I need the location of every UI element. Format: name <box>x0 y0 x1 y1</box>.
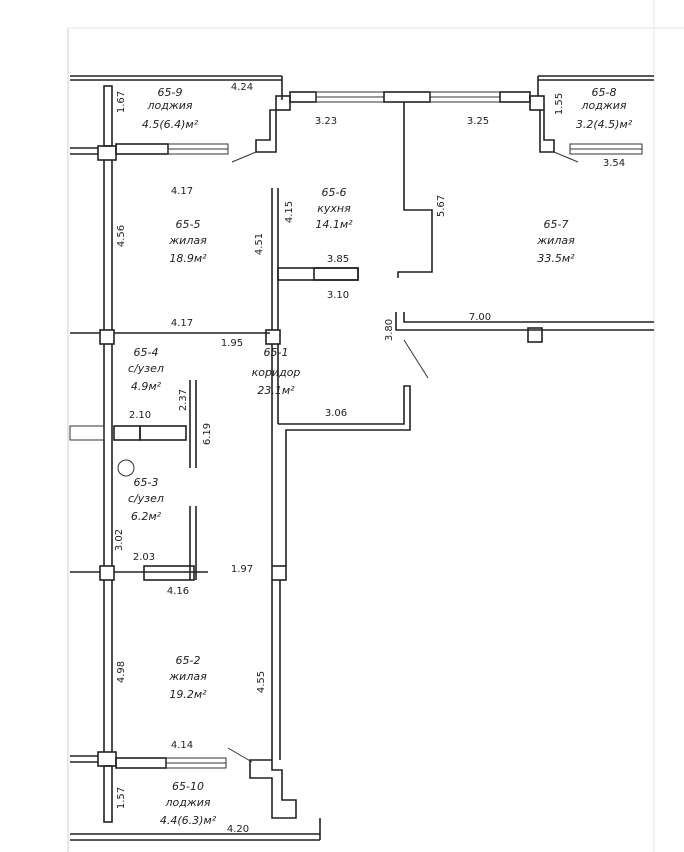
dim-label: 2.37 <box>178 389 189 411</box>
room-id: 65-8 <box>592 86 617 99</box>
dim-label: 3.10 <box>327 290 349 301</box>
room-id: 65-5 <box>176 218 201 231</box>
dim-label: 4.55 <box>256 671 267 693</box>
room-area: 23.1м² <box>257 384 295 397</box>
room-id: 65-1 <box>264 346 289 359</box>
dim-label: 4.24 <box>231 82 253 93</box>
dim-label: 4.51 <box>254 233 265 255</box>
dim-label: 3.23 <box>315 116 337 127</box>
room-name: лоджия <box>580 99 626 112</box>
dim-label: 7.00 <box>469 312 491 323</box>
bathroom-walls <box>69 380 197 581</box>
loggia-bottom <box>70 747 321 841</box>
loggia-top-left <box>70 75 283 161</box>
dim-label: 5.67 <box>436 195 447 217</box>
room-area: 4.4(6.3)м² <box>160 814 217 827</box>
room-area: 6.2м² <box>131 510 162 523</box>
room-name: лоджия <box>146 99 192 112</box>
room-name: с/узел <box>128 492 164 505</box>
room-name: лоджия <box>164 796 210 809</box>
top-wall-windows <box>231 91 579 163</box>
dim-label: 2.10 <box>129 410 151 421</box>
dim-label: 4.16 <box>167 586 189 597</box>
room-area: 19.2м² <box>169 688 207 701</box>
loggia-top-right <box>537 75 654 155</box>
room-id: 65-9 <box>158 86 183 99</box>
dim-label: 4.14 <box>171 740 193 751</box>
room-area: 4.5(6.4)м² <box>142 118 199 131</box>
dim-label: 2.03 <box>133 552 155 563</box>
dim-label: 1.95 <box>221 338 243 349</box>
dim-label: 3.02 <box>114 529 125 551</box>
room-name: жилая <box>168 234 207 247</box>
dim-label: 3.25 <box>467 116 489 127</box>
room-labels: 65-9 лоджия 4.5(6.4)м² 65-8 лоджия 3.2(4… <box>128 86 633 827</box>
room-id: 65-2 <box>176 654 201 667</box>
dim-label: 4.98 <box>116 661 127 683</box>
room-name: с/узел <box>128 362 164 375</box>
dim-label: 3.06 <box>325 408 347 419</box>
room-area: 18.9м² <box>169 252 207 265</box>
room-name: кухня <box>317 202 351 215</box>
dimension-labels: 4.24 1.67 3.23 3.25 1.55 3.54 4.17 4.56 … <box>114 82 625 835</box>
dim-label: 4.17 <box>171 186 193 197</box>
dim-label: 1.97 <box>231 564 253 575</box>
room-id: 65-3 <box>134 476 159 489</box>
room-id: 65-4 <box>134 346 159 359</box>
dim-label: 4.20 <box>227 824 249 835</box>
room-area: 4.9м² <box>131 380 162 393</box>
room-area: 14.1м² <box>315 218 353 231</box>
room-id: 65-6 <box>322 186 347 199</box>
dim-label: 3.54 <box>603 158 625 169</box>
dim-label: 4.56 <box>116 225 127 247</box>
dim-label: 4.17 <box>171 318 193 329</box>
kitchen-walls <box>265 102 433 345</box>
room-name: коридор <box>252 366 301 379</box>
room-id: 65-10 <box>172 780 204 793</box>
room-area: 3.2(4.5)м² <box>576 118 633 131</box>
dim-label: 3.80 <box>384 319 395 341</box>
room-name: жилая <box>168 670 207 683</box>
dim-label: 3.85 <box>327 254 349 265</box>
corridor-walls <box>271 344 411 760</box>
room-area: 33.5м² <box>537 252 575 265</box>
room-name: жилая <box>536 234 575 247</box>
living-divider <box>395 312 654 379</box>
page-frame <box>67 0 684 852</box>
left-wall <box>70 160 270 752</box>
room-id: 65-7 <box>544 218 569 231</box>
dim-label: 1.67 <box>116 91 127 113</box>
dim-label: 1.57 <box>116 787 127 809</box>
dim-label: 1.55 <box>554 93 565 115</box>
dim-label: 4.15 <box>284 201 295 223</box>
dim-label: 6.19 <box>202 423 213 445</box>
